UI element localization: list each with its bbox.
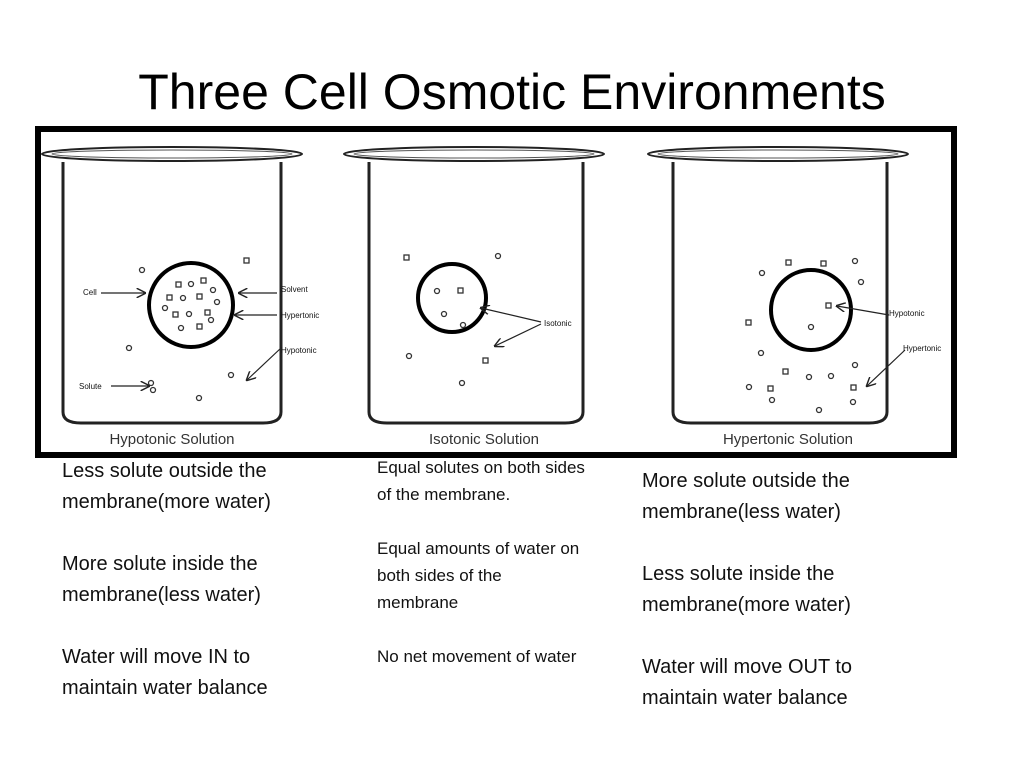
caption-hypertonic: Hypertonic Solution bbox=[723, 431, 853, 448]
beaker-hypotonic: Cell Solvent Hypertonic Hypotonic Solute… bbox=[41, 146, 319, 448]
solute-particles bbox=[745, 257, 865, 414]
caption-hypotonic: Hypotonic Solution bbox=[109, 431, 234, 448]
isotonic-point-1: Equal solutes on both sides of the membr… bbox=[377, 458, 585, 504]
label-isotonic: Isotonic bbox=[544, 319, 572, 328]
hypertonic-point-3: Water will move OUT to maintain water ba… bbox=[642, 656, 853, 709]
cell-membrane bbox=[769, 268, 853, 352]
osmosis-diagram-svg: Cell Solvent Hypertonic Hypotonic Solute… bbox=[41, 146, 941, 448]
label-cell: Cell bbox=[83, 288, 97, 297]
label-hypertonic: Hypertonic bbox=[281, 311, 319, 320]
label-hypertonic: Hypertonic bbox=[903, 344, 941, 353]
caption-isotonic: Isotonic Solution bbox=[429, 431, 539, 448]
hypertonic-description: More solute outside the membrane(less wa… bbox=[642, 466, 922, 714]
label-solvent: Solvent bbox=[281, 285, 308, 294]
hypotonic-description: Less solute outside the membrane(more wa… bbox=[62, 456, 322, 704]
osmosis-diagram: Cell Solvent Hypertonic Hypotonic Solute… bbox=[35, 126, 957, 458]
cell-membrane bbox=[147, 261, 235, 349]
hypotonic-point-3: Water will move IN to maintain water bal… bbox=[62, 646, 268, 699]
beaker-isotonic: Isotonic Isotonic Solution bbox=[343, 146, 605, 448]
solute-particles bbox=[125, 257, 250, 402]
label-hypotonic: Hypotonic bbox=[889, 309, 925, 318]
hypotonic-point-2: More solute inside the membrane(less wat… bbox=[62, 553, 261, 606]
cell-membrane bbox=[416, 262, 488, 334]
slide-title: Three Cell Osmotic Environments bbox=[138, 64, 886, 120]
isotonic-description: Equal solutes on both sides of the membr… bbox=[377, 454, 587, 670]
hypotonic-point-1: Less solute outside the membrane(more wa… bbox=[62, 460, 271, 513]
beaker-hypertonic: Hypotonic Hypertonic Hypertonic Solution bbox=[647, 146, 941, 448]
hypertonic-point-1: More solute outside the membrane(less wa… bbox=[642, 470, 850, 523]
solute-particles bbox=[403, 252, 502, 387]
hypertonic-point-2: Less solute inside the membrane(more wat… bbox=[642, 563, 851, 616]
isotonic-point-3: No net movement of water bbox=[377, 647, 577, 666]
isotonic-point-2: Equal amounts of water on both sides of … bbox=[377, 539, 580, 612]
label-solute: Solute bbox=[79, 382, 102, 391]
label-hypotonic: Hypotonic bbox=[281, 346, 317, 355]
